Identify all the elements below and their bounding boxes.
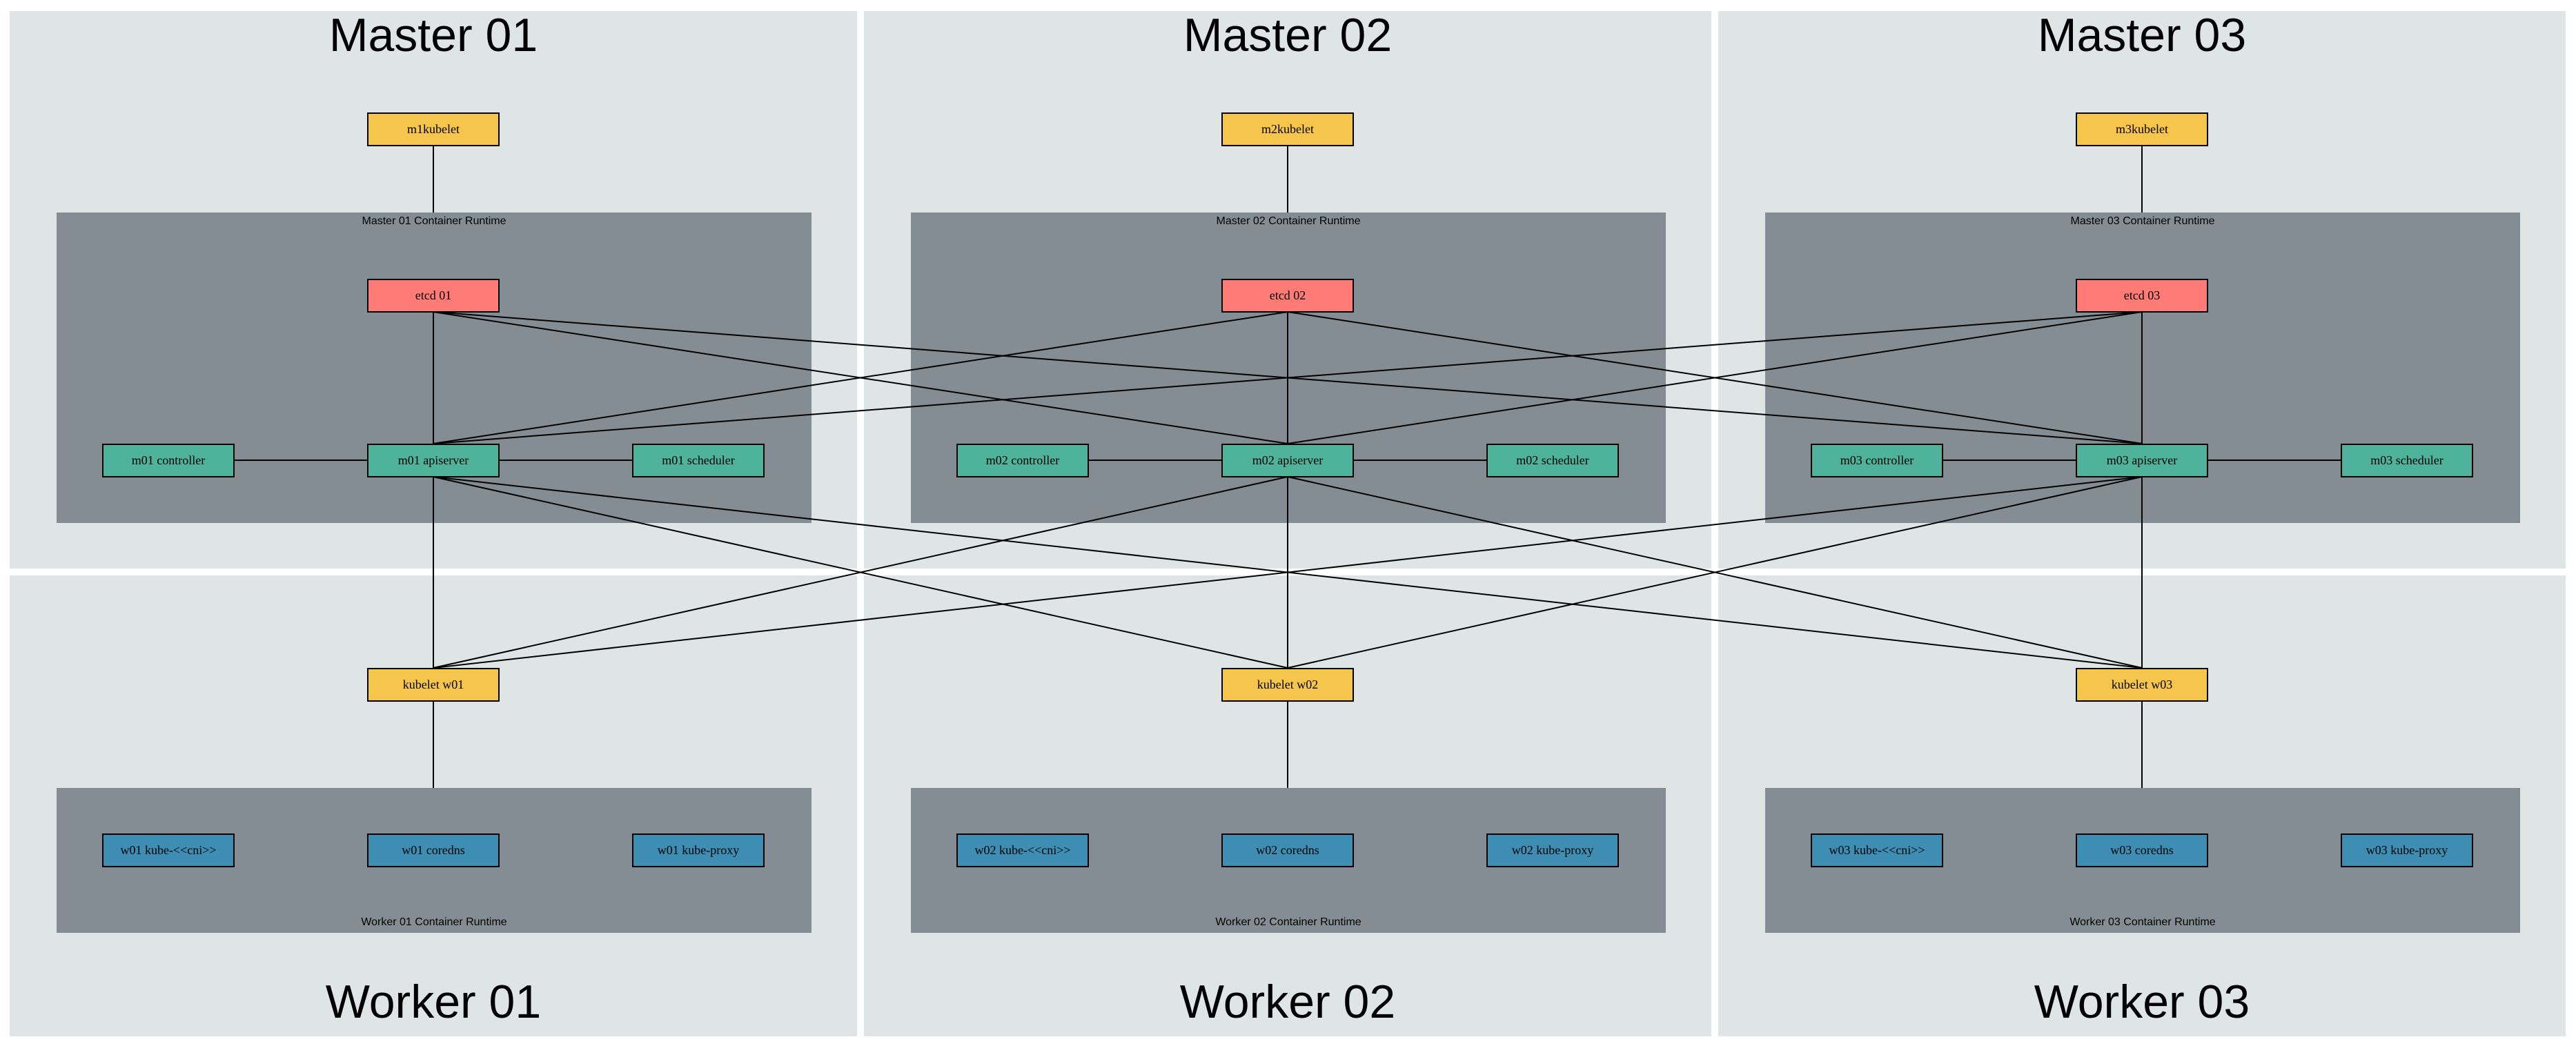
etcd-03-node: etcd 03	[2076, 279, 2208, 313]
kubelet-w01-node: kubelet w01	[367, 668, 500, 702]
worker-01-title: Worker 01	[325, 976, 542, 1028]
m02-scheduler-node: m02 scheduler	[1486, 444, 1619, 477]
m02-apiserver-node: m02 apiserver	[1221, 444, 1354, 477]
master-01-runtime-label: Master 01 Container Runtime	[362, 215, 507, 227]
worker-01-runtime-label: Worker 01 Container Runtime	[361, 916, 507, 928]
m03-apiserver-node: m03 apiserver	[2076, 444, 2208, 477]
master-01-title: Master 01	[328, 9, 538, 61]
kubelet-w02-node: kubelet w02	[1221, 668, 1354, 702]
w01-coredns-node: w01 coredns	[367, 833, 500, 867]
m2-kubelet-node: m2kubelet	[1221, 112, 1354, 146]
m03-scheduler-node: m03 scheduler	[2341, 444, 2473, 477]
etcd-02-node: etcd 02	[1221, 279, 1354, 313]
m3-kubelet-node: m3kubelet	[2076, 112, 2208, 146]
m03-controller-node: m03 controller	[1811, 444, 1943, 477]
worker-02-runtime-label: Worker 02 Container Runtime	[1215, 916, 1361, 928]
m01-controller-node: m01 controller	[102, 444, 235, 477]
w03-cni-node: w03 kube-<<cni>>	[1811, 833, 1943, 867]
worker-03-runtime-label: Worker 03 Container Runtime	[2069, 916, 2216, 928]
master-02-runtime-label: Master 02 Container Runtime	[1216, 215, 1361, 227]
w01-cni-node: w01 kube-<<cni>>	[102, 833, 235, 867]
master-02-title: Master 02	[1183, 9, 1393, 61]
m1-kubelet-node: m1kubelet	[367, 112, 500, 146]
worker-03-title: Worker 03	[2034, 976, 2250, 1028]
m02-controller-node: m02 controller	[956, 444, 1089, 477]
w03-coredns-node: w03 coredns	[2076, 833, 2208, 867]
w02-coredns-node: w02 coredns	[1221, 833, 1354, 867]
master-03-runtime-label: Master 03 Container Runtime	[2070, 215, 2215, 227]
w03-kube-proxy-node: w03 kube-proxy	[2341, 833, 2473, 867]
w01-kube-proxy-node: w01 kube-proxy	[632, 833, 765, 867]
master-03-title: Master 03	[2037, 9, 2247, 61]
m01-scheduler-node: m01 scheduler	[632, 444, 765, 477]
etcd-01-node: etcd 01	[367, 279, 500, 313]
w02-cni-node: w02 kube-<<cni>>	[956, 833, 1089, 867]
w02-kube-proxy-node: w02 kube-proxy	[1486, 833, 1619, 867]
m01-apiserver-node: m01 apiserver	[367, 444, 500, 477]
worker-02-title: Worker 02	[1179, 976, 1396, 1028]
kubelet-w03-node: kubelet w03	[2076, 668, 2208, 702]
